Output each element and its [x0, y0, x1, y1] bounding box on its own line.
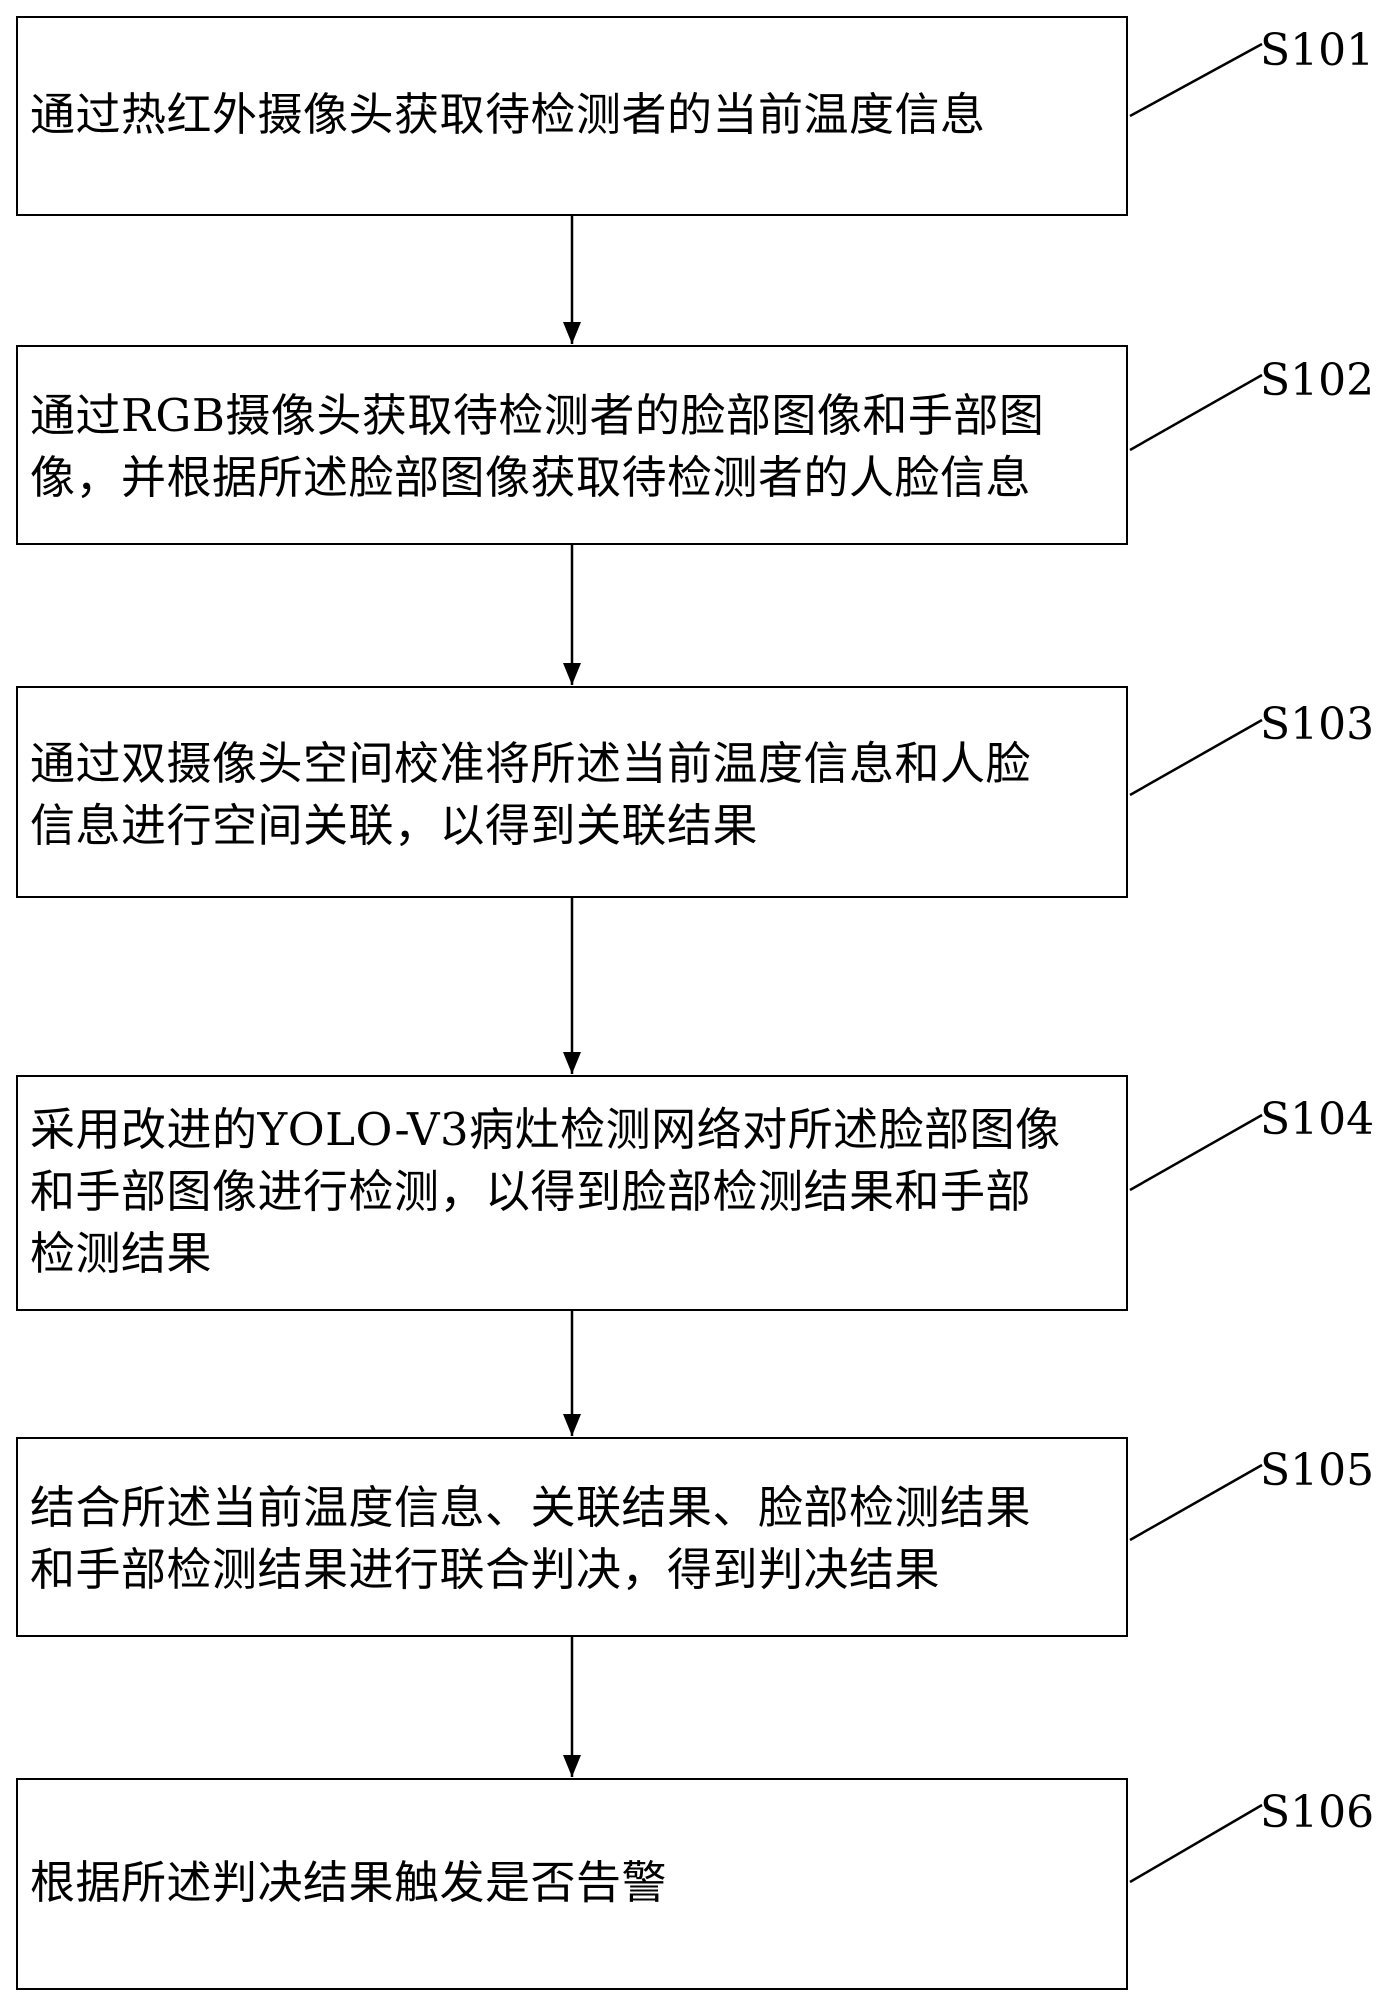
- step-label-s105: S105: [1260, 1445, 1375, 1496]
- leader-line-s106: [1129, 1803, 1263, 1884]
- arrowhead-s105-s106: [563, 1755, 581, 1777]
- step-text-s106: 根据所述判决结果触发是否告警: [30, 1856, 668, 1909]
- step-box-s102: 通过RGB摄像头获取待检测者的脸部图像和手部图 像，并根据所述脸部图像获取待检测…: [16, 345, 1128, 545]
- leader-line-s102: [1129, 373, 1263, 452]
- step-label-s102: S102: [1260, 355, 1375, 406]
- step-box-s104: 采用改进的YOLO-V3病灶检测网络对所述脸部图像 和手部图像进行检测，以得到脸…: [16, 1075, 1128, 1311]
- step-label-s101: S101: [1260, 25, 1375, 76]
- leader-line-s101: [1129, 42, 1263, 118]
- step-label-s103: S103: [1260, 699, 1375, 750]
- step-box-s103: 通过双摄像头空间校准将所述当前温度信息和人脸 信息进行空间关联，以得到关联结果: [16, 686, 1128, 898]
- step-text-s102: 通过RGB摄像头获取待检测者的脸部图像和手部图 像，并根据所述脸部图像获取待检测…: [30, 389, 1045, 504]
- arrowhead-s102-s103: [563, 663, 581, 685]
- step-box-s101: 通过热红外摄像头获取待检测者的当前温度信息: [16, 16, 1128, 216]
- arrowhead-s101-s102: [563, 322, 581, 344]
- step-box-s105: 结合所述当前温度信息、关联结果、脸部检测结果 和手部检测结果进行联合判决，得到判…: [16, 1437, 1128, 1637]
- step-text-s103: 通过双摄像头空间校准将所述当前温度信息和人脸 信息进行空间关联，以得到关联结果: [30, 737, 1032, 852]
- step-text-s104: 采用改进的YOLO-V3病灶检测网络对所述脸部图像 和手部图像进行检测，以得到脸…: [30, 1103, 1061, 1280]
- leader-line-s103: [1129, 718, 1263, 797]
- step-label-s104: S104: [1260, 1094, 1375, 1145]
- step-text-s105: 结合所述当前温度信息、关联结果、脸部检测结果 和手部检测结果进行联合判决，得到判…: [30, 1481, 1032, 1596]
- arrowhead-s104-s105: [563, 1414, 581, 1436]
- arrowhead-s103-s104: [563, 1052, 581, 1074]
- leader-line-s104: [1129, 1113, 1263, 1192]
- step-label-s106: S106: [1260, 1787, 1375, 1838]
- step-box-s106: 根据所述判决结果触发是否告警: [16, 1778, 1128, 1990]
- step-text-s101: 通过热红外摄像头获取待检测者的当前温度信息: [30, 88, 986, 141]
- leader-line-s105: [1129, 1463, 1263, 1542]
